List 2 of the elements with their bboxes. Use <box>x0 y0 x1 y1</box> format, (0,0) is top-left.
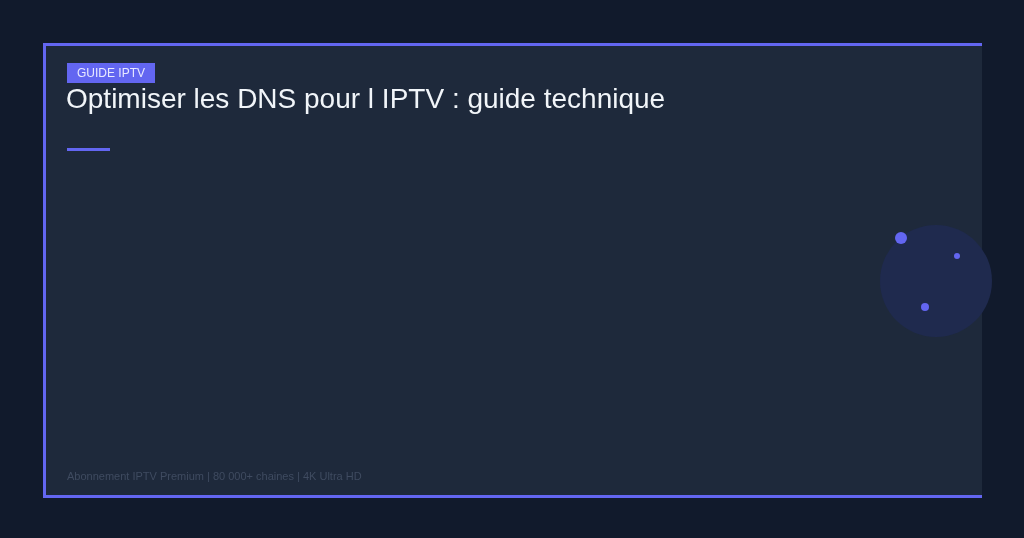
page-title: Optimiser les DNS pour l IPTV : guide technique <box>66 82 666 116</box>
category-tag: GUIDE IPTV <box>67 63 155 83</box>
